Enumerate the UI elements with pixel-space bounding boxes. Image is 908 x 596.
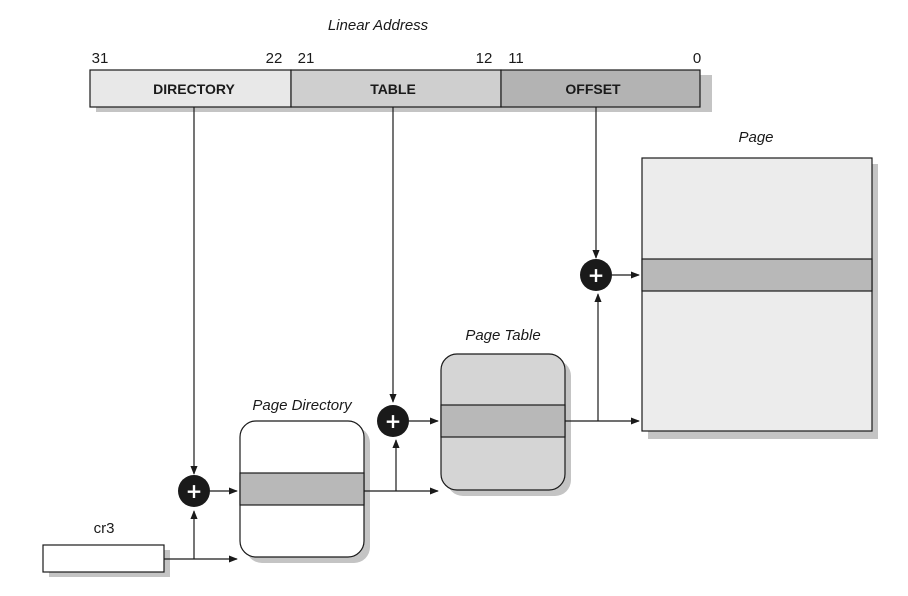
- plus-icon: [580, 259, 612, 291]
- page-entry: [641, 258, 873, 292]
- bit-label-31: 31: [92, 50, 109, 67]
- bit-label-12: 12: [476, 50, 493, 67]
- adder-offset-symbol: +: [588, 263, 605, 287]
- adder-offset: +: [580, 259, 612, 291]
- page-directory-label: Page Directory: [252, 397, 353, 414]
- bit-label-21: 21: [298, 50, 315, 67]
- offset-field: [500, 69, 701, 108]
- bit-label-22: 22: [266, 50, 283, 67]
- directory-field-label: DIRECTORY: [153, 81, 235, 97]
- linear-address-title: Linear Address: [328, 17, 429, 34]
- page-table-label: Page Table: [465, 327, 540, 344]
- offset-field-label: OFFSET: [565, 81, 621, 97]
- directory-field: [89, 69, 292, 108]
- adder-directory: +: [178, 475, 210, 507]
- adder-table: +: [377, 405, 409, 437]
- table-field-label: TABLE: [370, 81, 416, 97]
- bit-label-0: 0: [693, 50, 701, 67]
- page-frame: [641, 157, 873, 432]
- page-directory-entry: [239, 472, 365, 506]
- page-label: Page: [738, 129, 773, 146]
- adder-table-symbol: +: [385, 409, 402, 433]
- table-field: [290, 69, 502, 108]
- cr3-label: cr3: [94, 520, 115, 537]
- adder-directory-symbol: +: [186, 479, 203, 503]
- plus-icon: [178, 475, 210, 507]
- bit-label-11: 11: [508, 50, 524, 67]
- page-table-entry: [440, 404, 566, 438]
- plus-icon: [377, 405, 409, 437]
- cr3-register: [42, 544, 165, 573]
